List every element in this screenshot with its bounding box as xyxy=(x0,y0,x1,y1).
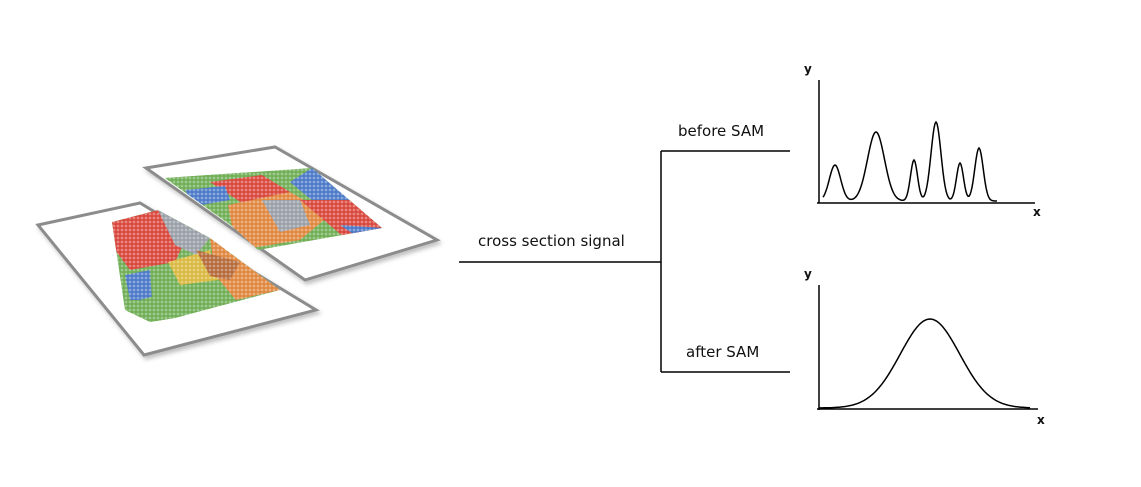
plot-bottom-x-label: x xyxy=(1037,413,1045,427)
plot-top-y-label: y xyxy=(804,62,812,76)
label-cross-section-signal: cross section signal xyxy=(478,232,625,250)
plot-bottom-y-label: y xyxy=(804,267,812,281)
label-before-sam: before SAM xyxy=(678,122,765,140)
plot-top-x-label: x xyxy=(1033,205,1041,219)
label-after-sam: after SAM xyxy=(686,343,760,361)
plot-after-sam xyxy=(817,285,1038,410)
branch-connector xyxy=(459,150,790,373)
plot-top-curve xyxy=(822,120,997,202)
plot-before-sam xyxy=(817,80,1035,204)
plot-bottom-curve xyxy=(819,318,1030,409)
